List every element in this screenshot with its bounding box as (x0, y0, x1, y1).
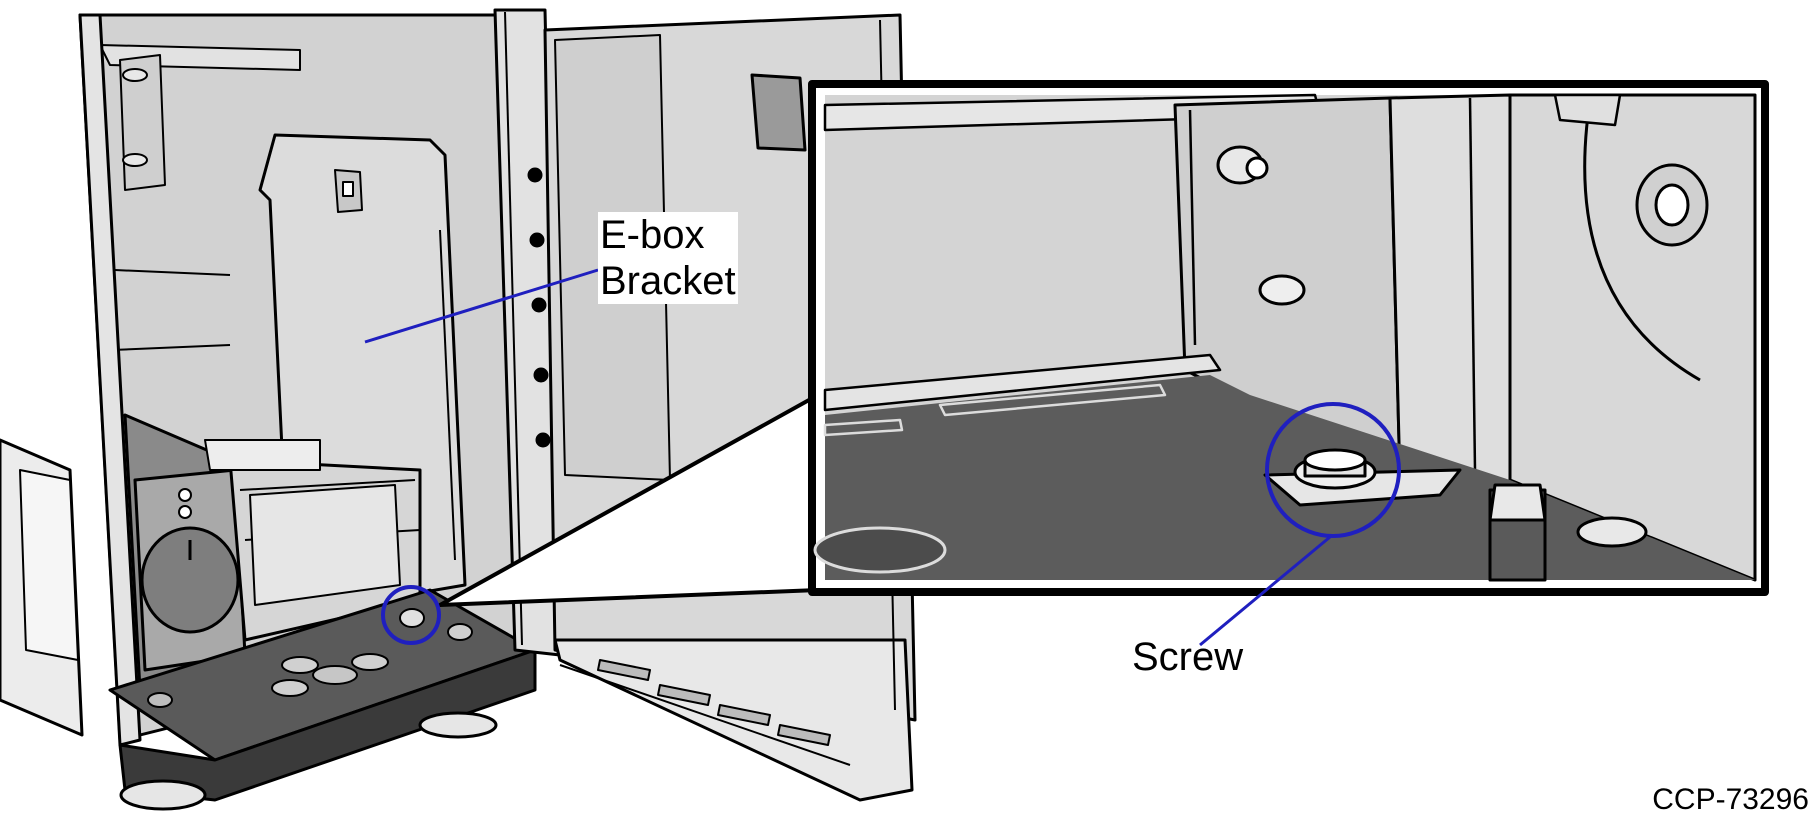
ebox-label-line1: E-box (600, 213, 705, 257)
screw-leader-line (1199, 535, 1331, 647)
zoom-inset (808, 80, 1769, 596)
screw-callout-circle-large (1265, 402, 1401, 538)
ebox-label-line2: Bracket (600, 259, 736, 303)
kiosk-cabinet (0, 8, 917, 811)
callouts (364, 268, 1401, 647)
screw-label: Screw (1132, 635, 1244, 679)
figure-id: CCP-73296 (1652, 783, 1809, 816)
ebox-leader-line (364, 268, 599, 344)
screw-callout-circle-small (381, 585, 441, 645)
ebox-bracket-label: E-box Bracket (598, 212, 738, 304)
